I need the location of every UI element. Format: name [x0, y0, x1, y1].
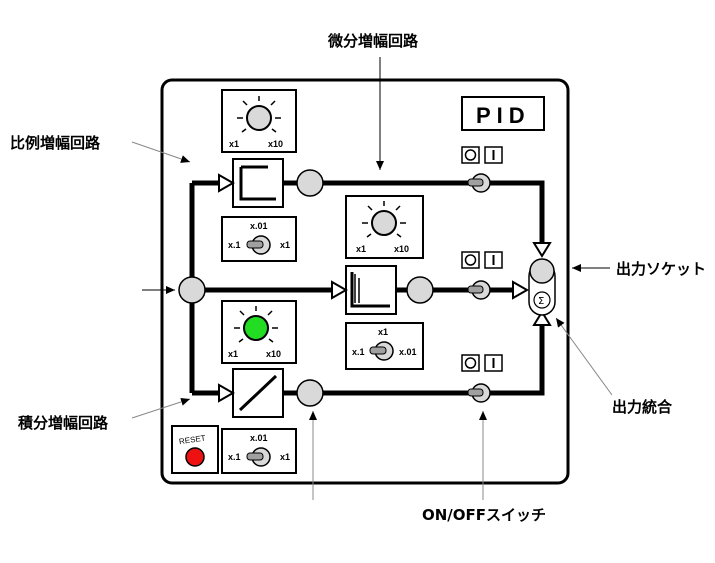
integral-amp-block: [218, 368, 284, 418]
proportional-gain-knob[interactable]: [246, 105, 272, 131]
proportional-gain-knob-box: x1 x10: [221, 89, 297, 153]
off-indicator-top: [461, 146, 480, 164]
output-socket[interactable]: [529, 258, 555, 284]
reset-box: RESET: [171, 425, 219, 474]
label-output-sum: 出力統合: [612, 398, 673, 416]
derivative-output-junction: [406, 276, 434, 304]
derivative-gain-max-label: x10: [394, 244, 409, 254]
integral-gain-min-label: x1: [228, 349, 238, 359]
pid-title-box: [461, 96, 545, 131]
proportional-range-switch-box: x.01 x.1 x1: [221, 216, 297, 262]
label-proportional-amp: 比例増幅回路: [10, 134, 101, 152]
integral-input-triangle: [218, 383, 236, 403]
proportional-range-left: x.1: [228, 240, 241, 250]
proportional-range-right: x1: [280, 240, 290, 250]
integral-gain-max-label: x10: [266, 349, 281, 359]
integral-gain-knob[interactable]: [243, 315, 269, 341]
proportional-gain-min-label: x1: [229, 139, 239, 149]
derivative-range-top: x1: [378, 327, 388, 337]
integral-range-left: x.1: [228, 452, 241, 462]
callout-arrow-sum: [555, 317, 613, 396]
integral-range-top: x.01: [250, 433, 268, 443]
proportional-gain-max-label: x10: [268, 139, 283, 149]
integral-output-junction: [296, 379, 324, 407]
derivative-gain-knob[interactable]: [371, 210, 397, 236]
sum-symbol-circle: [533, 291, 551, 309]
proportional-range-top: x.01: [250, 221, 268, 231]
off-indicator-middle: [461, 251, 480, 269]
label-integral-amp: 積分増幅回路: [17, 414, 109, 432]
input-junction: [178, 276, 206, 304]
integral-gain-knob-box: x1 x10: [221, 300, 297, 364]
derivative-gain-knob-box: x1 x10: [345, 195, 424, 259]
derivative-range-left: x.1: [352, 347, 365, 357]
proportional-output-junction: [296, 169, 324, 197]
derivative-gain-min-label: x1: [356, 244, 366, 254]
sum-triangle-bottom: [532, 310, 552, 326]
onoff-switch-top: [461, 146, 503, 193]
derivative-range-switch-box: x1 x.1 x.01: [345, 322, 424, 370]
callout-arrow-proportional: [131, 141, 191, 163]
proportional-amp-block: [218, 158, 284, 208]
sum-symbol: Σ: [538, 296, 544, 307]
label-derivative-amp: 微分増幅回路: [327, 32, 419, 50]
derivative-range-right: x.01: [399, 347, 417, 357]
summation-block: Σ: [512, 242, 556, 326]
onoff-switch-middle: [461, 251, 503, 300]
label-onoff-switch: ON/OFFスイッチ: [422, 506, 546, 524]
onoff-switch-bottom: [461, 354, 503, 403]
reset-label: RESET: [178, 434, 206, 447]
derivative-amp-block: [331, 265, 397, 315]
pid-title: PID: [476, 103, 531, 128]
sum-triangle-right: [512, 280, 530, 300]
integral-range-switch-box: x.01 x.1 x1: [221, 428, 297, 474]
callout-arrow-integral: [131, 398, 191, 419]
label-output-socket: 出力ソケット: [616, 260, 706, 278]
proportional-input-triangle: [218, 173, 236, 193]
sum-triangle-top: [532, 242, 552, 258]
integral-range-right: x1: [280, 452, 290, 462]
derivative-input-triangle: [331, 280, 349, 300]
reset-button[interactable]: [185, 447, 205, 467]
off-indicator-bottom: [461, 354, 480, 372]
